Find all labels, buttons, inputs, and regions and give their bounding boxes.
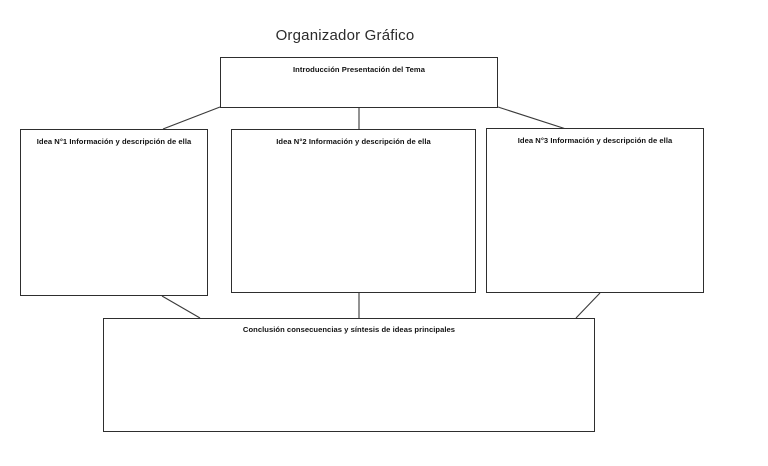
node-introduccion-label: Introducción Presentación del Tema xyxy=(293,65,425,74)
node-idea-3[interactable]: Idea N°3 Información y descripción de el… xyxy=(486,128,704,293)
node-idea-2-label: Idea N°2 Información y descripción de el… xyxy=(276,137,431,146)
node-idea-3-label: Idea N°3 Información y descripción de el… xyxy=(517,136,673,145)
connector-idea1-to-conclusion xyxy=(161,295,201,319)
node-idea-1[interactable]: Idea N°1 Información y descripción de el… xyxy=(20,129,208,296)
connector-intro-to-idea3 xyxy=(497,106,567,130)
connector-intro-to-idea1 xyxy=(162,106,221,130)
node-conclusion-label: Conclusión consecuencias y síntesis de i… xyxy=(242,325,456,334)
node-idea-2[interactable]: Idea N°2 Información y descripción de el… xyxy=(231,129,476,293)
connector-idea3-to-conclusion xyxy=(575,292,601,319)
node-conclusion[interactable]: Conclusión consecuencias y síntesis de i… xyxy=(103,318,595,432)
node-introduccion[interactable]: Introducción Presentación del Tema xyxy=(220,57,498,108)
page-title: Organizador Gráfico xyxy=(275,27,415,44)
node-idea-1-label: Idea N°1 Información y descripción de el… xyxy=(36,137,192,146)
